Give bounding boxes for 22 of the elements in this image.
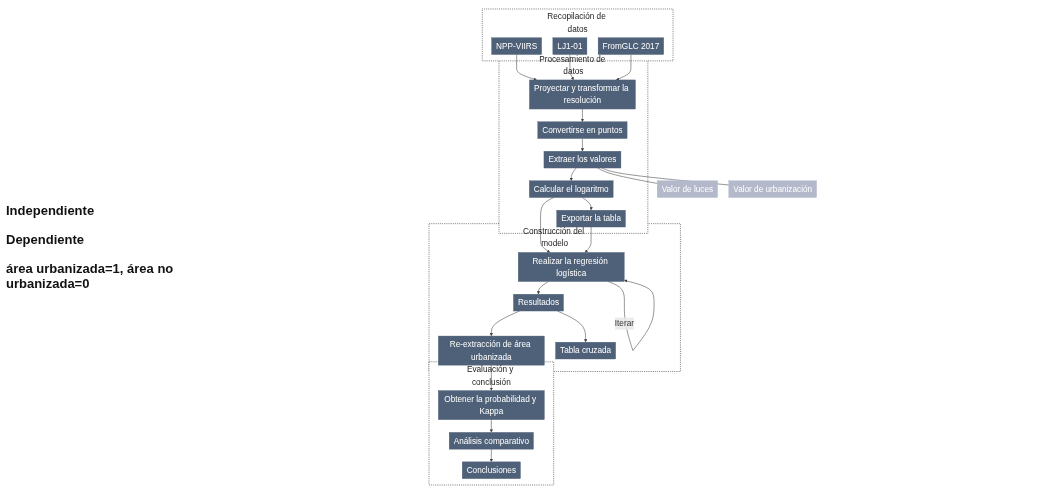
connector <box>597 167 658 184</box>
node-box: Valor de urbanización <box>728 180 817 198</box>
node-box: Valor de luces <box>657 180 718 198</box>
node-box: Obtener la probabilidad y Kappa <box>438 390 545 420</box>
dependent-heading: Dependiente <box>6 232 85 247</box>
node-box: Re-extracción de área urbanizada <box>438 335 545 366</box>
edge-label: Iterar <box>614 318 635 329</box>
node-box: LJ1-01 <box>552 37 588 55</box>
node-box: Extraer los valores <box>543 151 622 169</box>
node-box: Exportar la tabla <box>556 210 626 228</box>
node-box: Análisis comparativo <box>449 432 534 450</box>
independent-heading: Independiente <box>6 203 96 218</box>
node-box: Calcular el logaritmo <box>529 180 614 198</box>
coding-note: área urbanizada=1, área no urbanizada=0 <box>6 261 175 291</box>
node-box: NPP-VIIRS <box>491 37 543 55</box>
node-box: Tabla cruzada <box>555 342 617 360</box>
node-box: FromGLC 2017 <box>598 37 665 55</box>
node-box: Resultados <box>513 294 564 312</box>
node-box: Convertirse en puntos <box>537 121 628 139</box>
node-box: Realizar la regresión logística <box>518 252 625 282</box>
node-box: Conclusiones <box>462 461 521 479</box>
node-box: Proyectar y transformar la resolución <box>529 79 636 110</box>
